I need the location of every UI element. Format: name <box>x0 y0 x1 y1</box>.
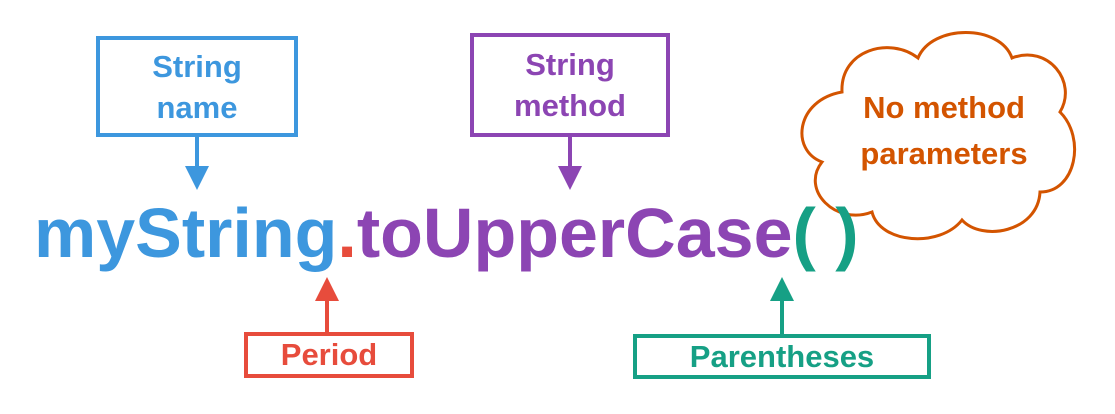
code-open-paren: ( <box>792 194 816 272</box>
code-method-name: toUpperCase <box>356 194 793 272</box>
code-string-name: myString <box>34 194 338 272</box>
period-label-box: Period <box>244 332 414 378</box>
string-method-label-box: String method <box>470 33 670 137</box>
no-params-cloud <box>800 31 1076 241</box>
no-params-label: No method parameters <box>838 85 1050 177</box>
string-name-label-line-1: String <box>152 48 242 84</box>
no-params-label-line-2: parameters <box>860 136 1028 171</box>
code-expression: myString.toUpperCase( ) <box>34 183 859 283</box>
parentheses-label: Parentheses <box>689 339 875 374</box>
no-params-label-line-1: No method <box>863 90 1025 125</box>
string-name-label-line-2: name <box>156 89 238 125</box>
string-method-label-line-1: String <box>525 47 615 82</box>
string-method-label-line-2: method <box>514 88 626 123</box>
string-name-label-box: String name <box>96 36 298 137</box>
code-period: . <box>337 194 357 272</box>
period-label: Period <box>280 337 378 372</box>
code-close-paren: ) <box>835 194 859 272</box>
code-paren-space <box>816 194 835 272</box>
parentheses-label-box: Parentheses <box>633 334 931 379</box>
